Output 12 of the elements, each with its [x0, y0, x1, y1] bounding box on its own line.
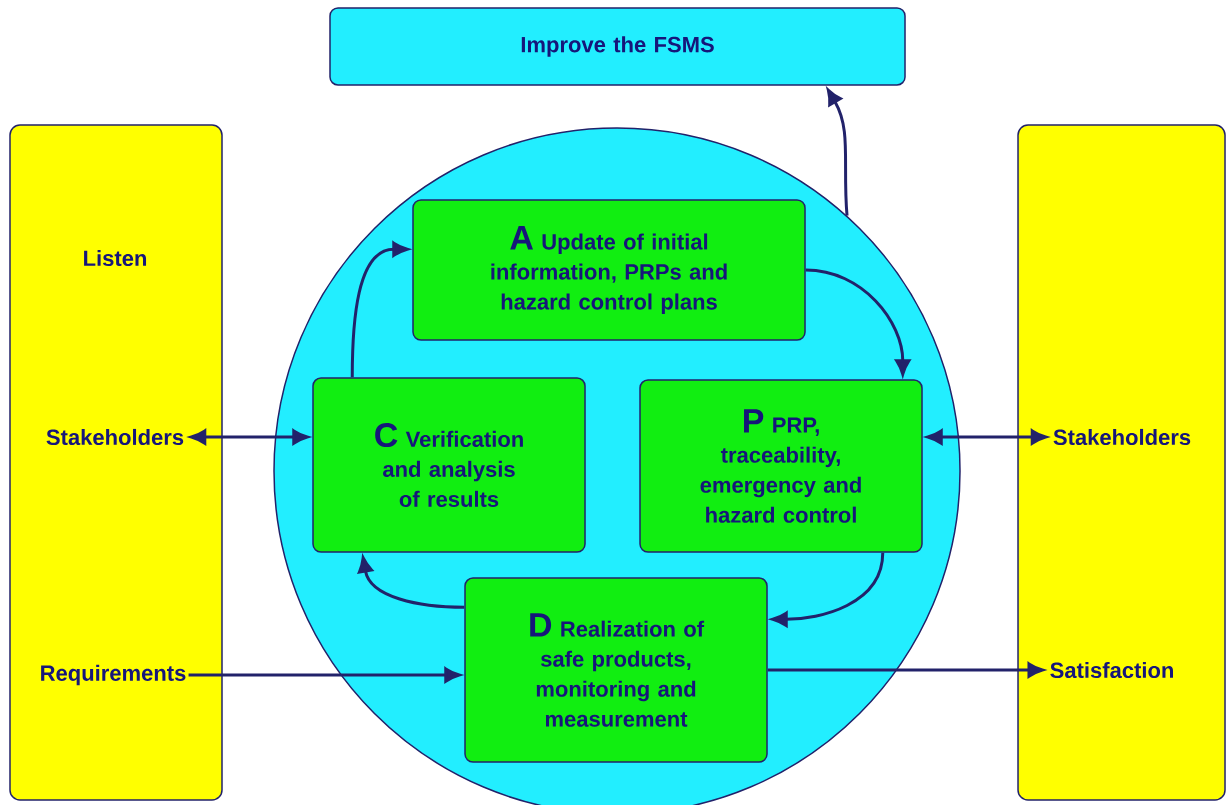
- arrow: [826, 88, 849, 216]
- arrow: [188, 667, 461, 683]
- step-box: P PRP, traceability, emergency and hazard control: [639, 379, 923, 553]
- side-panel: [1017, 124, 1226, 801]
- step-box: A Update of initial information, PRPs and hazard control plans: [412, 199, 806, 341]
- panel-label: Stakeholders: [46, 428, 184, 446]
- panel-label: Satisfaction: [1050, 661, 1173, 679]
- panel-label: Stakeholders: [1053, 428, 1191, 446]
- flow-box: Improve the FSMS: [329, 7, 906, 86]
- step-box: D Realization of safe products, monitoring and measurement: [464, 577, 768, 763]
- panel-label: Requirements: [41, 664, 186, 686]
- step-box: C Verification and analysis of results: [312, 377, 586, 553]
